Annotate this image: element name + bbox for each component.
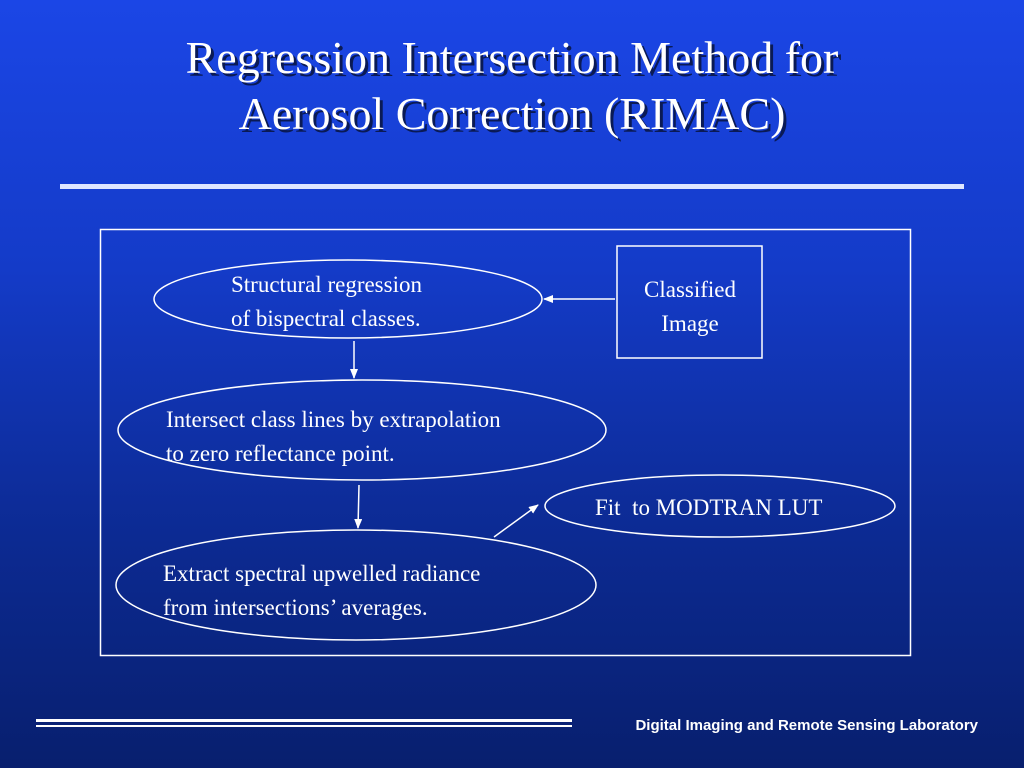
node-fit-modtran-shape: [544, 474, 896, 538]
node-structural-regression-line-1: Structural regression: [231, 272, 422, 297]
slide-title-line-2: Aerosol Correction (RIMAC): [238, 88, 786, 139]
node-structural-regression-shape: [153, 259, 543, 339]
node-extract-radiance-shape: [115, 529, 597, 641]
node-fit-modtran: Fit to MODTRAN LUT: [544, 474, 896, 538]
node-structural-regression: Structural regression of bispectral clas…: [153, 259, 543, 339]
node-classified-image: Classified Image: [616, 245, 763, 359]
node-fit-modtran-line-1: Fit to MODTRAN LUT: [595, 495, 822, 520]
slide-title: Regression Intersection Method for Aeros…: [0, 30, 1024, 142]
node-extract-radiance-line-1: Extract spectral upwelled radiance: [163, 561, 480, 586]
node-intersect-class-lines: Intersect class lines by extrapolation t…: [117, 379, 607, 481]
node-classified-image-line-1: Classified: [644, 277, 736, 302]
node-intersect-class-lines-shape: [117, 379, 607, 481]
title-divider: [60, 184, 964, 189]
node-extract-radiance-line-2: from intersections’ averages.: [163, 595, 428, 620]
node-intersect-class-lines-line-1: Intersect class lines by extrapolation: [166, 407, 501, 432]
slide-title-line-1: Regression Intersection Method for: [185, 32, 839, 83]
footer-divider: [36, 719, 572, 729]
node-intersect-class-lines-line-2: to zero reflectance point.: [166, 441, 395, 466]
node-extract-radiance: Extract spectral upwelled radiance from …: [115, 529, 597, 641]
arrow-intersect-to-extract: [354, 484, 363, 529]
arrow-extract-to-fit: [493, 504, 539, 538]
footer-lab-name: Digital Imaging and Remote Sensing Labor…: [635, 717, 978, 734]
node-classified-image-shape: [616, 245, 763, 359]
node-structural-regression-line-2: of bispectral classes.: [231, 306, 421, 331]
node-classified-image-line-2: Image: [661, 311, 718, 336]
diagram-frame: [99, 228, 912, 657]
